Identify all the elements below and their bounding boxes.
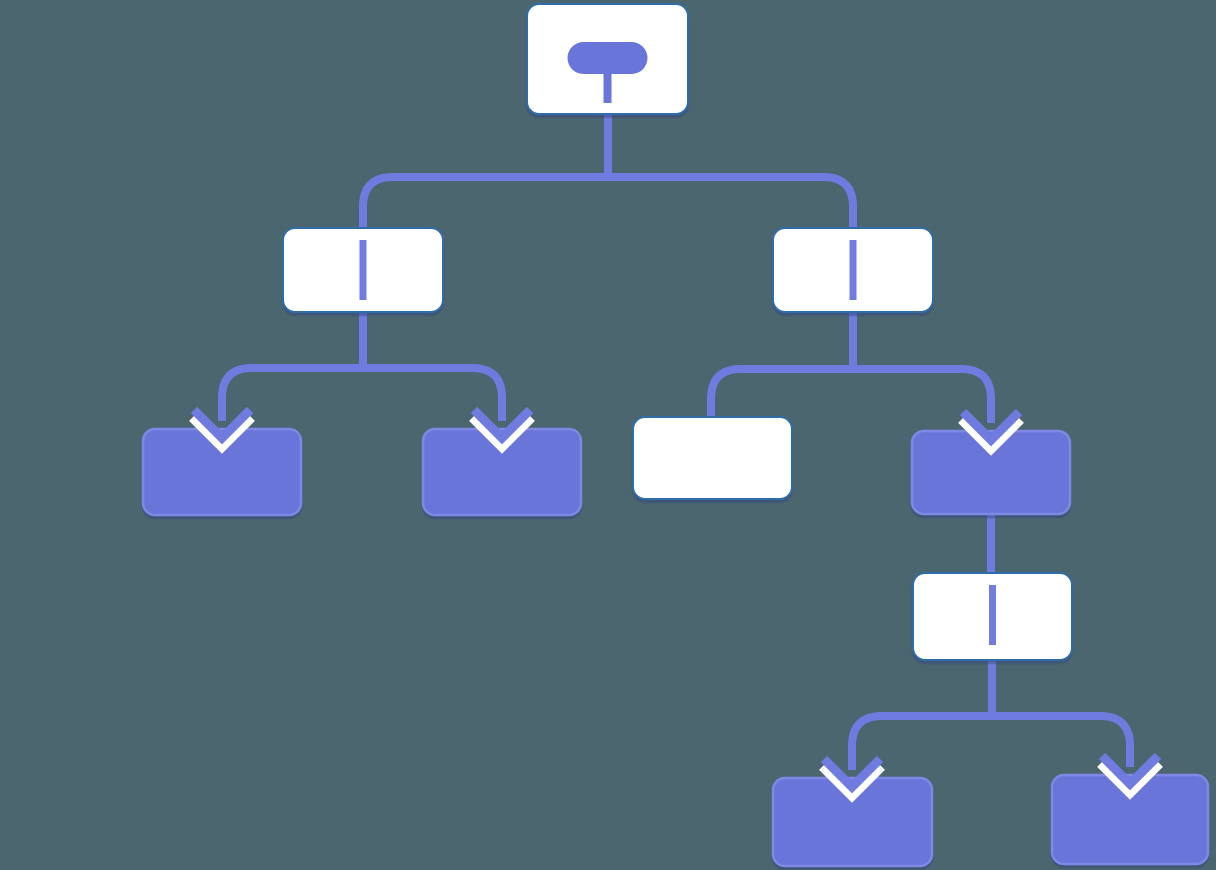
arrow-leaf-bottom-1 <box>819 755 885 803</box>
connector-top-rail <box>359 173 857 228</box>
node-child-right-2 <box>910 429 1072 516</box>
root-pill-stem <box>603 70 612 103</box>
node-box-empty <box>632 416 793 500</box>
node-child-right <box>772 227 934 313</box>
node-leaf-left-2 <box>421 427 583 517</box>
node-leaf-bottom-1 <box>771 776 934 868</box>
arrow-leaf-bottom-2 <box>1097 752 1163 800</box>
node-box-leaf <box>771 776 934 868</box>
root-pill <box>567 42 648 74</box>
node-box-leaf <box>910 429 1072 516</box>
node-leaf-bottom-2 <box>1050 773 1210 866</box>
node-root <box>526 3 689 115</box>
arrow-chevron-purple-icon <box>959 408 1023 447</box>
node-box-leaf <box>421 427 583 517</box>
arrow-leaf-left-1 <box>189 406 255 454</box>
node-box-leaf <box>1050 773 1210 866</box>
divider-bar <box>989 585 996 645</box>
connector-bottom-rail <box>848 712 1134 770</box>
arrow-chevron-white-icon <box>469 413 535 454</box>
connector-left-rail <box>218 364 506 421</box>
divider-bar <box>359 240 367 300</box>
arrow-chevron-white-icon <box>1097 759 1163 800</box>
arrow-chevron-purple-icon <box>470 406 534 445</box>
node-grandchild <box>912 572 1073 661</box>
arrow-chevron-purple-icon <box>190 406 254 445</box>
node-child-left <box>282 227 444 313</box>
connector-right-rail <box>707 365 995 423</box>
arrow-chevron-white-icon <box>189 413 255 454</box>
arrow-leaf-left-2 <box>469 406 535 454</box>
arrow-chevron-purple-icon <box>1098 752 1162 791</box>
arrow-child-right-2 <box>958 408 1024 456</box>
node-child-right-1 <box>632 416 793 500</box>
arrow-chevron-purple-icon <box>820 755 884 794</box>
node-leaf-left-1 <box>141 427 303 517</box>
arrow-chevron-white-icon <box>958 415 1024 456</box>
node-box-leaf <box>141 427 303 517</box>
divider-bar <box>849 240 857 300</box>
arrow-chevron-white-icon <box>819 762 885 803</box>
